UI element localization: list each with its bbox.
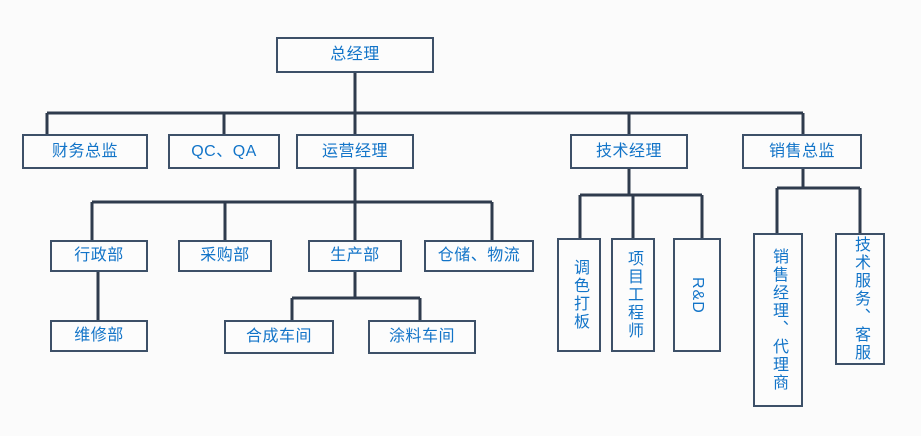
node-finance-director-label: 财务总监 xyxy=(51,142,118,160)
node-finance-director[interactable]: 财务总监 xyxy=(22,134,148,169)
node-warehouse-logistics[interactable]: 仓储、物流 xyxy=(424,240,534,272)
node-technical-manager[interactable]: 技术经理 xyxy=(570,134,688,169)
node-procurement-dept-label: 采购部 xyxy=(200,247,250,265)
node-color-matching[interactable]: 调色打板 xyxy=(557,238,601,352)
node-admin-dept-label: 行政部 xyxy=(74,247,124,265)
node-tech-service-support-label: 技术服务、客服 xyxy=(851,236,869,362)
node-project-engineer-label: 项目工程师 xyxy=(624,250,642,340)
node-tech-service-support[interactable]: 技术服务、客服 xyxy=(835,233,885,365)
node-sales-manager-agent[interactable]: 销售经理、代理商 xyxy=(753,233,803,407)
node-technical-manager-label: 技术经理 xyxy=(595,142,662,160)
node-sales-manager-agent-label: 销售经理、代理商 xyxy=(769,248,787,392)
node-sales-director-label: 销售总监 xyxy=(768,142,835,160)
node-coating-workshop[interactable]: 涂料车间 xyxy=(368,320,476,354)
node-maintenance-dept-label: 维修部 xyxy=(74,327,124,345)
node-admin-dept[interactable]: 行政部 xyxy=(50,240,148,272)
node-production-dept-label: 生产部 xyxy=(330,247,380,265)
node-operations-manager-label: 运营经理 xyxy=(321,142,388,160)
node-synthesis-workshop-label: 合成车间 xyxy=(245,328,312,346)
node-synthesis-workshop[interactable]: 合成车间 xyxy=(224,320,334,354)
node-general-manager[interactable]: 总经理 xyxy=(276,37,434,73)
node-rnd[interactable]: R&D xyxy=(673,238,721,352)
node-maintenance-dept[interactable]: 维修部 xyxy=(50,320,148,352)
node-rnd-label: R&D xyxy=(688,276,706,314)
node-operations-manager[interactable]: 运营经理 xyxy=(296,134,414,169)
node-procurement-dept[interactable]: 采购部 xyxy=(178,240,272,272)
node-production-dept[interactable]: 生产部 xyxy=(308,240,402,272)
node-warehouse-logistics-label: 仓储、物流 xyxy=(437,247,521,265)
node-sales-director[interactable]: 销售总监 xyxy=(742,134,862,169)
node-color-matching-label: 调色打板 xyxy=(570,259,588,331)
node-qc-qa[interactable]: QC、QA xyxy=(168,134,280,169)
node-project-engineer[interactable]: 项目工程师 xyxy=(611,238,655,352)
node-general-manager-label: 总经理 xyxy=(330,46,380,64)
node-coating-workshop-label: 涂料车间 xyxy=(388,328,455,346)
node-qc-qa-label: QC、QA xyxy=(191,142,257,160)
